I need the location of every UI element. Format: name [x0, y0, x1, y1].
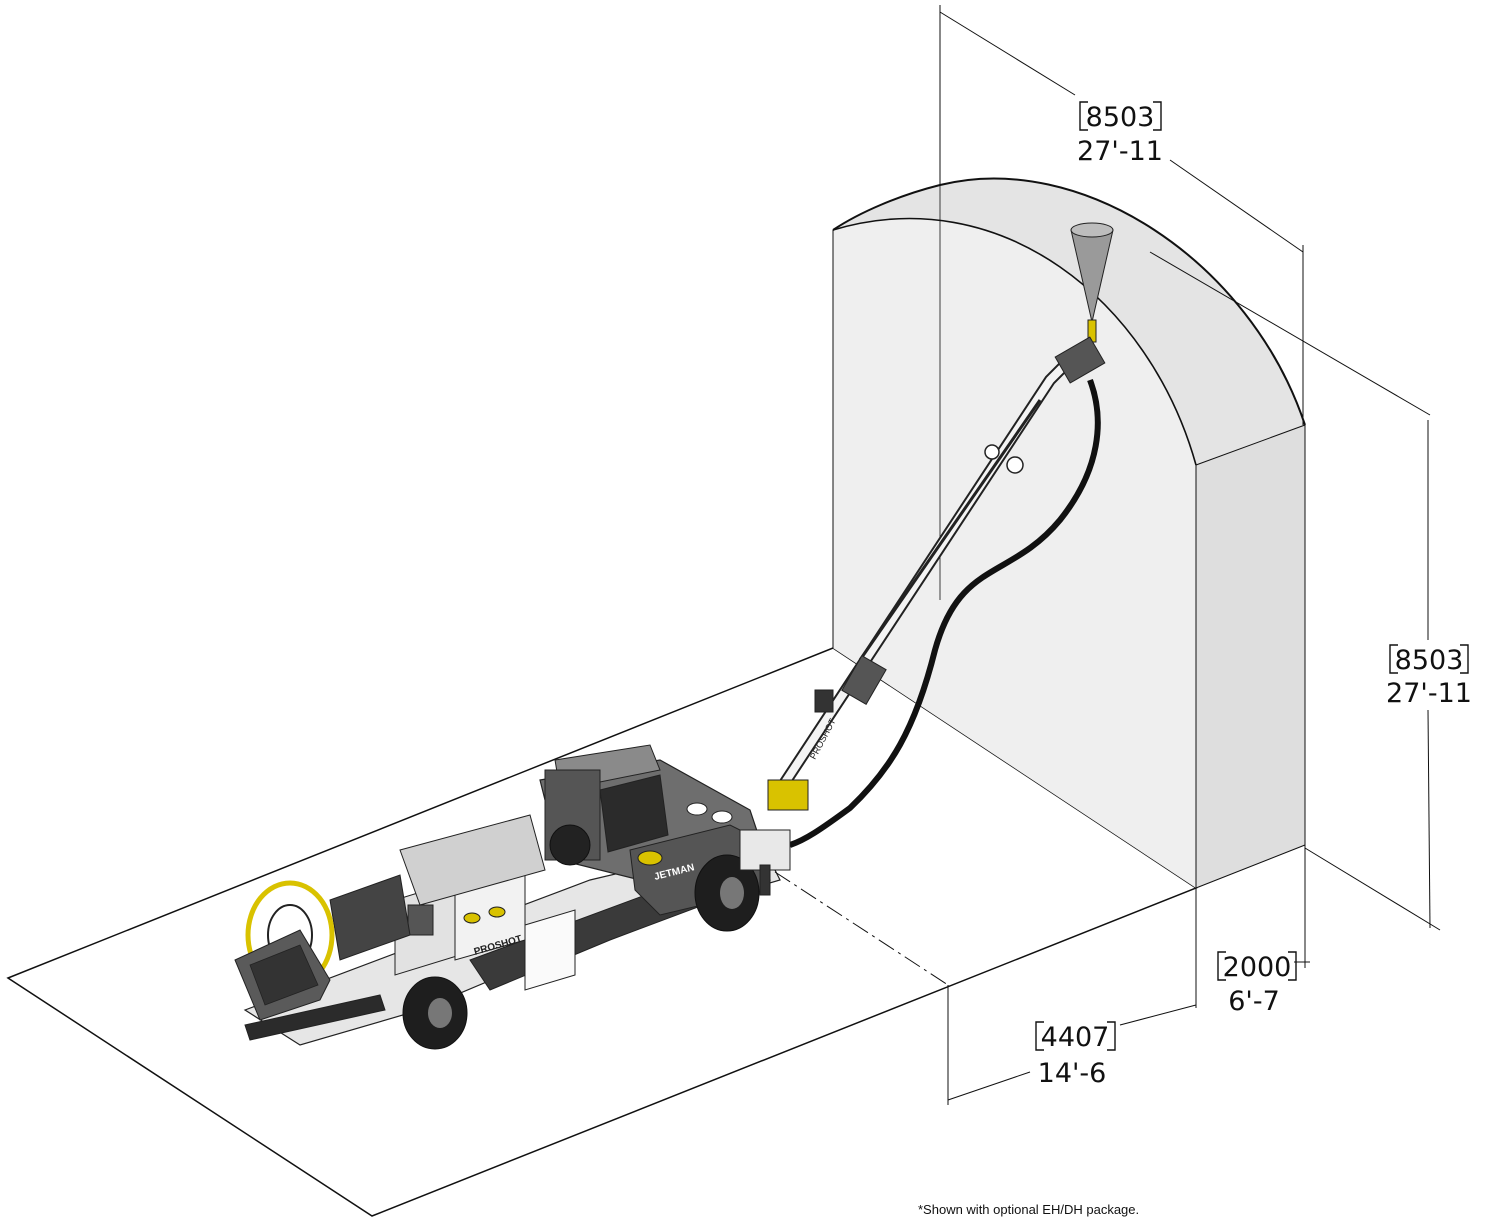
- dim-wall-depth-metric: 2000: [1223, 952, 1292, 983]
- dim-tunnel-width: 8503 27'-11: [939, 5, 1304, 425]
- dim-machine-offset-metric: 4407: [1041, 1022, 1110, 1053]
- dim-tunnel-width-metric: 8503: [1086, 102, 1155, 133]
- boom-arm: PROSHOT: [767, 336, 1106, 811]
- dim-tunnel-height: 8503 27'-11: [1149, 251, 1472, 931]
- dim-tunnel-width-imperial: 27'-11: [1077, 136, 1163, 167]
- dim-tunnel-height-imperial: 27'-11: [1386, 678, 1472, 709]
- shotcrete-machine: JETMAN PROSHOT: [234, 744, 791, 1050]
- dim-machine-offset: 4407 14'-6: [774, 871, 1197, 1105]
- dim-wall-depth-imperial: 6'-7: [1228, 986, 1280, 1017]
- concrete-hose: [789, 378, 1101, 848]
- tunnel-arch-wall: [832, 177, 1306, 889]
- footnote: *Shown with optional EH/DH package.: [918, 1202, 1139, 1217]
- dim-wall-depth: 2000 6'-7: [1195, 845, 1310, 1017]
- dim-machine-offset-imperial: 14'-6: [1038, 1058, 1107, 1089]
- spray-cone: [1070, 222, 1114, 343]
- dim-tunnel-height-metric: 8503: [1395, 645, 1464, 676]
